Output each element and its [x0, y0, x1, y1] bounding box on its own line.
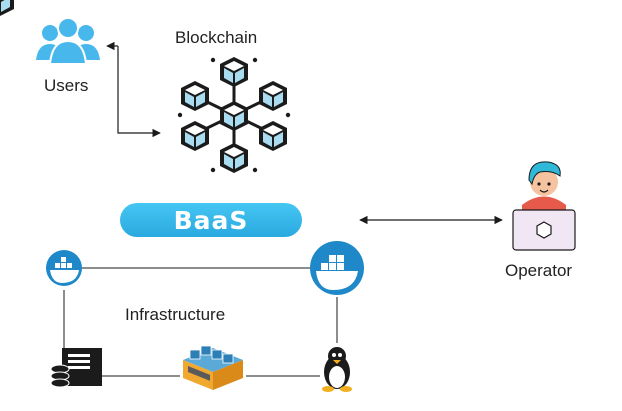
blockchain-cubes-icon	[0, 0, 291, 173]
baas-pill: BaaS	[120, 203, 302, 237]
linux-penguin-icon	[322, 347, 352, 392]
infrastructure-label: Infrastructure	[125, 305, 226, 324]
operator-laptop-icon	[512, 161, 576, 251]
blockchain-label: Blockchain	[175, 28, 258, 47]
server-rack-icon	[50, 348, 102, 388]
users-label: Users	[44, 76, 89, 95]
infrastructure-connectors	[63, 267, 338, 377]
users-blockchain-connector	[106, 41, 161, 138]
baas-label: BaaS	[173, 205, 249, 235]
docker-icon-left	[46, 250, 82, 286]
operator-label: Operator	[505, 261, 573, 280]
vmware-cluster-icon	[183, 345, 243, 390]
docker-icon-right	[310, 241, 364, 295]
users-group-icon	[36, 17, 100, 65]
